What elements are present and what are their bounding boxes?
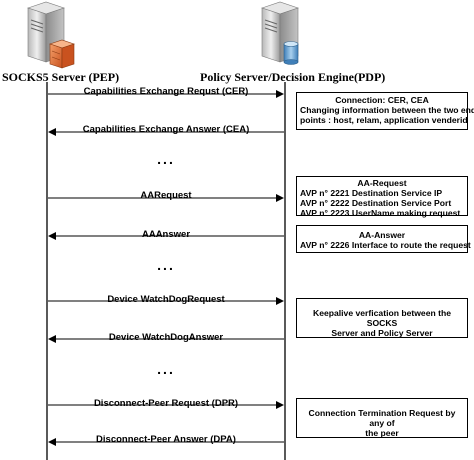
ellipsis-2: ... [157, 257, 175, 273]
note-aa-answer: AA-Answer AVP n° 2226 Interface to route… [296, 225, 471, 253]
note-capabilities: Connection: CER, CEA Changing informatio… [296, 92, 474, 130]
note-capabilities-line-2: points : host, relam, application vender… [300, 115, 468, 125]
note-watchdog-line-1: Keepalive verfication between the SOCKS [312, 308, 452, 328]
note-aa-answer-title: AA-Answer [358, 230, 406, 240]
message-label-dpr: Disconnect-Peer Request (DPR) [93, 398, 239, 409]
note-aa-request-line-3: AVP n° 2223 UserName making request [300, 208, 461, 218]
note-disconnect: Connection Termination Request by any of… [296, 398, 468, 438]
message-label-dwr: Device WatchDogRequest [107, 294, 225, 305]
note-aa-request: AA-Request AVP n° 2221 Destination Servi… [296, 176, 468, 218]
message-label-cea: Capabilities Exchange Answer (CEA) [82, 124, 250, 135]
ellipsis-3: ... [157, 361, 175, 377]
message-label-dwa: Device WatchDogAnswer [108, 332, 224, 343]
message-label-dpa: Disconnect-Peer Answer (DPA) [96, 434, 236, 445]
message-label-aaanswer: AAAnswer [141, 229, 191, 240]
note-capabilities-title: Connection: CER, CEA [335, 95, 429, 105]
firewall-icon [49, 39, 75, 69]
note-aa-request-title: AA-Request [357, 178, 407, 188]
note-disconnect-line-2: the peer [365, 428, 399, 438]
note-aa-request-line-2: AVP n° 2222 Destination Service Port [300, 198, 452, 208]
note-watchdog-line-2: Server and Policy Server [331, 328, 433, 338]
note-aa-request-line-1: AVP n° 2221 Destination Service IP [300, 188, 443, 198]
note-capabilities-line-1: Changing information between the two end [300, 105, 474, 115]
pdp-label: Policy Server/Decision Engine(PDP) [200, 70, 386, 84]
pdp-server-icon [261, 1, 299, 63]
note-watchdog: Keepalive verfication between the SOCKS … [296, 298, 468, 338]
pep-label: SOCKS5 Server (PEP) [2, 70, 120, 84]
note-aa-answer-line-1: AVP n° 2226 Interface to route the reque… [300, 240, 471, 250]
message-label-cer: Capabilities Exchange Requst (CER) [83, 86, 249, 97]
note-disconnect-line-1: Connection Termination Request by any of [308, 408, 456, 428]
message-label-aarequest: AARequest [140, 190, 192, 201]
message-arrows [48, 90, 284, 446]
ellipsis-1: ... [157, 151, 175, 167]
database-icon [283, 41, 299, 65]
